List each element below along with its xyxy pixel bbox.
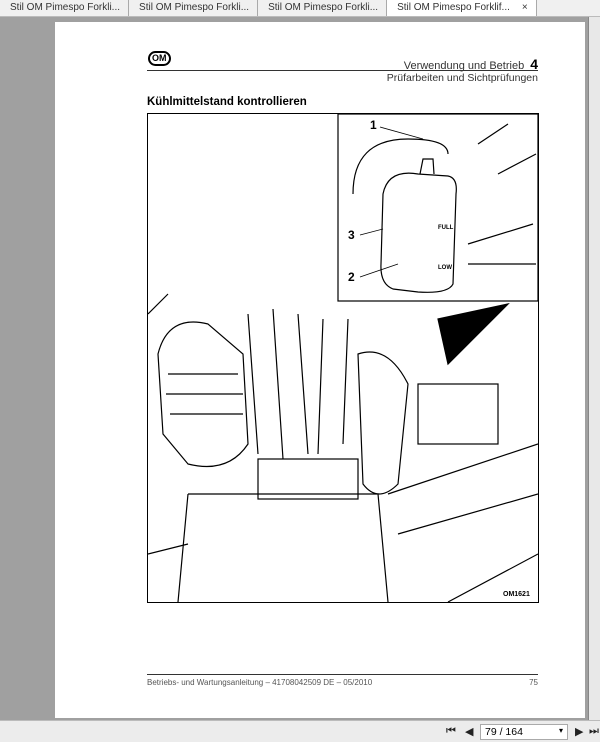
tab-bar: Stil OM Pimespo Forkli... Stil OM Pimesp… bbox=[0, 0, 600, 17]
page-title: Kühlmittelstand kontrollieren bbox=[147, 96, 307, 108]
tab-4-active[interactable]: Stil OM Pimespo Forklif... × bbox=[387, 0, 537, 16]
first-page-icon[interactable]: ⏮ bbox=[446, 725, 456, 737]
vertical-scrollbar[interactable] bbox=[588, 17, 600, 720]
prev-page-icon[interactable]: ◀ bbox=[465, 726, 474, 738]
page-selector[interactable]: 79 / 164 ▾ bbox=[480, 724, 568, 740]
footer-rule bbox=[147, 674, 538, 675]
inset-box bbox=[337, 113, 539, 302]
next-page-icon[interactable]: ▶ bbox=[575, 726, 584, 738]
callout-1: 1 bbox=[370, 118, 377, 132]
section-title: Verwendung und Betrieb bbox=[403, 60, 525, 72]
page-indicator: 79 / 164 bbox=[485, 726, 523, 738]
figure-id: OM1621 bbox=[503, 591, 530, 598]
tab-label: Stil OM Pimespo Forklif... bbox=[397, 2, 510, 13]
header-rule bbox=[147, 70, 538, 71]
low-mark: LOW bbox=[438, 265, 452, 271]
om-logo: OM bbox=[148, 51, 171, 66]
illustration-svg: 1 3 2 FULL LOW OM1621 bbox=[147, 113, 539, 603]
chapter-number: 4 bbox=[530, 56, 538, 72]
tab-1[interactable]: Stil OM Pimespo Forkli... bbox=[0, 0, 130, 16]
page-navigation-bar: ⏮ ◀ 79 / 164 ▾ ▶ ⏭ bbox=[0, 720, 600, 742]
close-tab-icon[interactable]: × bbox=[521, 2, 528, 13]
section-header: Verwendung und Betrieb 4 bbox=[404, 56, 538, 72]
tab-2[interactable]: Stil OM Pimespo Forkli... bbox=[129, 0, 259, 16]
full-mark: FULL bbox=[438, 225, 454, 231]
coolant-reservoir bbox=[380, 172, 457, 293]
tab-3[interactable]: Stil OM Pimespo Forkli... bbox=[258, 0, 388, 16]
last-page-icon[interactable]: ⏭ bbox=[589, 725, 599, 737]
page-number: 75 bbox=[529, 678, 538, 687]
engine-illustration: 1 3 2 FULL LOW OM1621 bbox=[147, 113, 539, 603]
footer-text: Betriebs- und Wartungsanleitung – 417080… bbox=[147, 678, 373, 687]
subsection-title: Prüfarbeiten und Sichtprüfungen bbox=[386, 72, 538, 84]
chevron-down-icon[interactable]: ▾ bbox=[558, 726, 563, 735]
callout-3: 3 bbox=[348, 228, 355, 242]
callout-2: 2 bbox=[348, 270, 355, 284]
pdf-page: OM Verwendung und Betrieb 4 Prüfarbeiten … bbox=[55, 22, 585, 718]
